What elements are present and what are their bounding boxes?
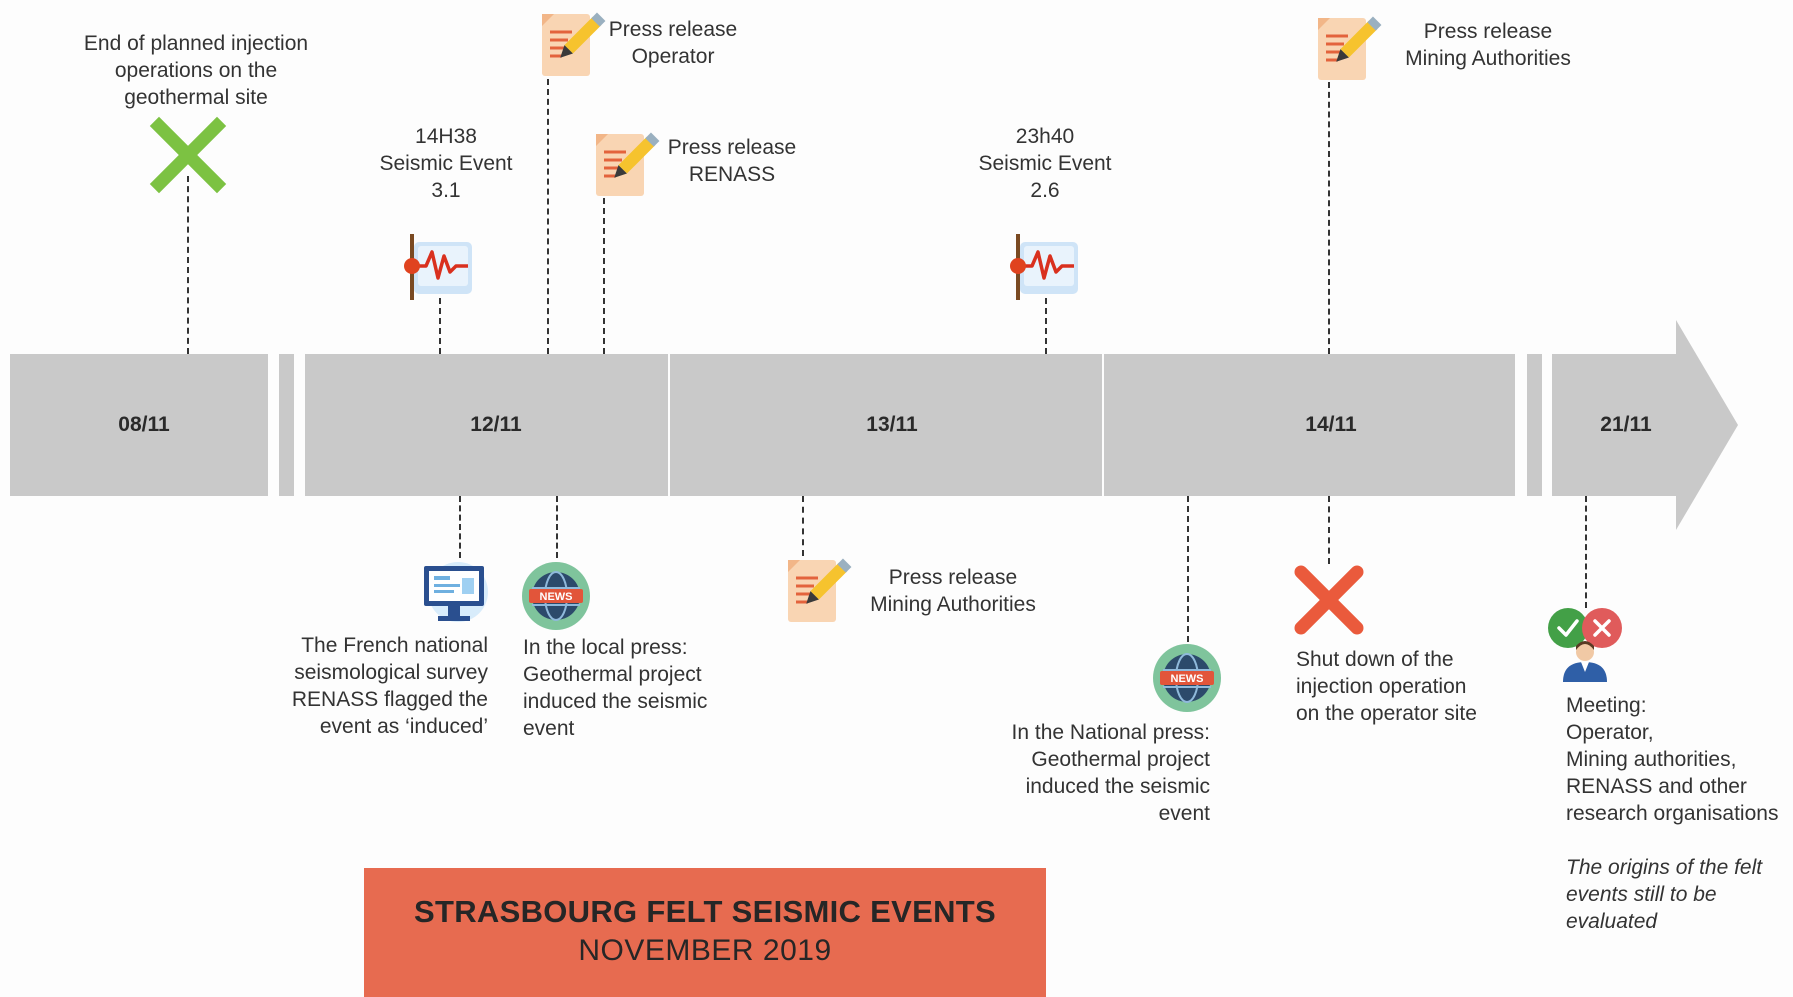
press-release-operator-text: Press release Operator	[608, 18, 738, 68]
press-release-renass-text: Press release RENASS	[667, 136, 797, 186]
title-main: STRASBOURG FELT SEISMIC EVENTS	[414, 894, 996, 929]
shutdown-text: Shut down of the injection operation on …	[1296, 648, 1477, 725]
connector-local-press	[556, 496, 558, 558]
date-label-0811: 08/11	[118, 413, 170, 436]
connector-press-renass	[603, 198, 605, 354]
date-label-1311: 13/11	[866, 413, 918, 436]
meeting-decision-icon	[1548, 608, 1622, 682]
national-press-text: In the National press: Geothermal projec…	[1011, 721, 1210, 825]
seismograph-icon	[404, 234, 472, 300]
title-subtitle: NOVEMBER 2019	[578, 934, 832, 967]
connector-press-operator	[547, 79, 549, 354]
connector-renass-flag	[459, 496, 461, 558]
news-badge-label: NEWS	[540, 591, 573, 603]
timeline-segment-1311	[670, 354, 1102, 496]
red-cross-icon	[1294, 565, 1364, 635]
timeline-segment-2111	[1552, 354, 1677, 496]
seismograph-icon	[1010, 234, 1078, 300]
press-release-document-icon	[542, 12, 606, 76]
press-release-mining-top-text: Press release Mining Authorities	[1405, 20, 1571, 70]
connector-meeting	[1585, 496, 1587, 608]
press-release-document-icon	[1318, 16, 1382, 80]
press-release-document-icon	[596, 132, 660, 196]
connector-end-injection	[187, 176, 189, 354]
date-label-1411: 14/11	[1305, 413, 1357, 436]
news-badge-label: NEWS	[1171, 673, 1204, 685]
news-globe-icon: NEWS	[522, 562, 590, 630]
timeline-segment-0811	[10, 354, 268, 496]
computer-monitor-icon	[424, 562, 488, 622]
seismic-event-1-text: 14H38 Seismic Event 3.1	[379, 125, 513, 202]
local-press-text: In the local press: Geothermal project i…	[523, 636, 708, 740]
renass-flag-text: The French national seismological survey…	[291, 634, 488, 738]
connector-press-mining-bottom	[802, 496, 804, 556]
press-release-mining-bottom-text: Press release Mining Authorities	[870, 566, 1036, 616]
timeline-segment-1411	[1104, 354, 1515, 496]
seismic-event-2-text: 23h40 Seismic Event 2.6	[978, 125, 1112, 202]
connector-national-press	[1187, 496, 1189, 642]
meeting-note-text: The origins of the felt events still to …	[1566, 856, 1763, 933]
green-cross-icon	[149, 116, 227, 194]
timeline-gap-block	[279, 354, 294, 496]
connector-seismic-2	[1045, 298, 1047, 354]
timeline-gap-block	[1527, 354, 1542, 496]
timeline-arrowhead	[1676, 320, 1738, 530]
timeline-segment-1211	[305, 354, 668, 496]
connector-seismic-1	[439, 298, 441, 354]
date-label-1211: 12/11	[470, 413, 522, 436]
connector-shutdown	[1328, 496, 1330, 564]
date-label-2111: 21/11	[1600, 413, 1652, 436]
news-globe-icon: NEWS	[1153, 644, 1221, 712]
press-release-document-icon	[788, 558, 852, 622]
end-injection-text: End of planned injection operations on t…	[83, 32, 309, 109]
meeting-text: Meeting: Operator, Mining authorities, R…	[1566, 694, 1779, 825]
connector-press-mining-top	[1328, 82, 1330, 354]
title-banner: STRASBOURG FELT SEISMIC EVENTS NOVEMBER …	[364, 868, 1046, 997]
